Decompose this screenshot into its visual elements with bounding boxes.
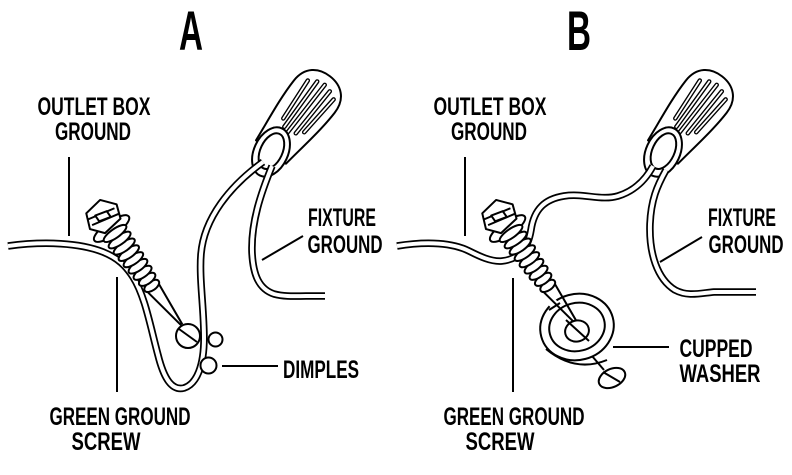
screw-hole-slash-a xyxy=(178,328,198,343)
label-green-ground-screw-a-line1: GREEN GROUND xyxy=(50,403,191,431)
label-fixture-ground-b-line2: GROUND xyxy=(709,231,784,259)
label-outlet-box-ground-b-line1: OUTLET BOX xyxy=(434,93,547,121)
label-cupped-washer-line1: CUPPED xyxy=(680,335,753,363)
label-dimples: DIMPLES xyxy=(283,356,359,384)
fixture-ground-wire-a xyxy=(248,164,325,300)
washer-hole-slash xyxy=(565,319,590,342)
wire-nut-b xyxy=(625,60,743,191)
green-ground-screw-a xyxy=(76,190,199,340)
leader-fixture-ground-b xyxy=(659,236,703,263)
cupped-washer-depth-arc xyxy=(545,348,608,366)
screw-point-cap-slot xyxy=(602,371,621,383)
outlet-ground-wire-a xyxy=(7,158,266,393)
label-outlet-box-ground-a-line1: OUTLET BOX xyxy=(38,93,151,121)
panel-b-title: B xyxy=(567,0,591,62)
label-cupped-washer-line2: WASHER xyxy=(680,360,761,388)
label-green-ground-screw-b-line1: GREEN GROUND xyxy=(444,403,585,431)
panel-a: A OUTLET BOX GROUND FIXTURE GROUND DIMPL… xyxy=(7,0,383,456)
label-green-ground-screw-b-line2: SCREW xyxy=(466,428,535,456)
outlet-ground-wire-b xyxy=(396,164,657,265)
label-outlet-box-ground-b-line2: GROUND xyxy=(451,118,527,146)
label-green-ground-screw-a-line2: SCREW xyxy=(72,428,141,456)
screw-point-connector xyxy=(591,355,605,371)
leader-fixture-ground-a xyxy=(261,235,304,261)
panel-b: B OUTLET BOX GROUND FIXTURE GROUND CUPPE… xyxy=(396,0,784,456)
panel-a-title: A xyxy=(179,0,203,62)
cupped-washer-notch-gap xyxy=(537,288,561,311)
fixture-ground-wire-b xyxy=(646,168,756,298)
label-outlet-box-ground-a-line2: GROUND xyxy=(55,118,131,146)
label-fixture-ground-a-line1: FIXTURE xyxy=(308,204,376,232)
label-fixture-ground-b-line1: FIXTURE xyxy=(708,204,776,232)
dimple-lower xyxy=(199,356,218,375)
label-fixture-ground-a-line2: GROUND xyxy=(308,231,383,259)
dimple-upper xyxy=(207,331,224,348)
